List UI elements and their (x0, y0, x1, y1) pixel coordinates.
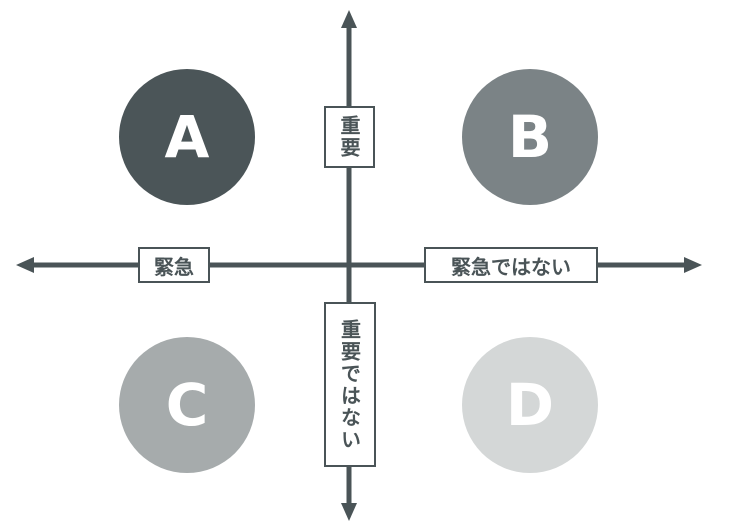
quadrant-a: A (119, 69, 255, 205)
arrow-right-icon (684, 257, 702, 273)
label-important: 重要 (324, 106, 375, 168)
label-not-important: 重要ではない (324, 302, 376, 467)
label-urgent: 緊急 (138, 247, 210, 283)
arrow-left-icon (16, 257, 34, 273)
arrow-up-icon (341, 10, 357, 28)
quadrant-c: C (119, 337, 255, 473)
arrow-down-icon (341, 503, 357, 521)
quadrant-d: D (462, 337, 598, 473)
label-not-urgent: 緊急ではない (424, 247, 598, 283)
quadrant-b: B (462, 69, 598, 205)
